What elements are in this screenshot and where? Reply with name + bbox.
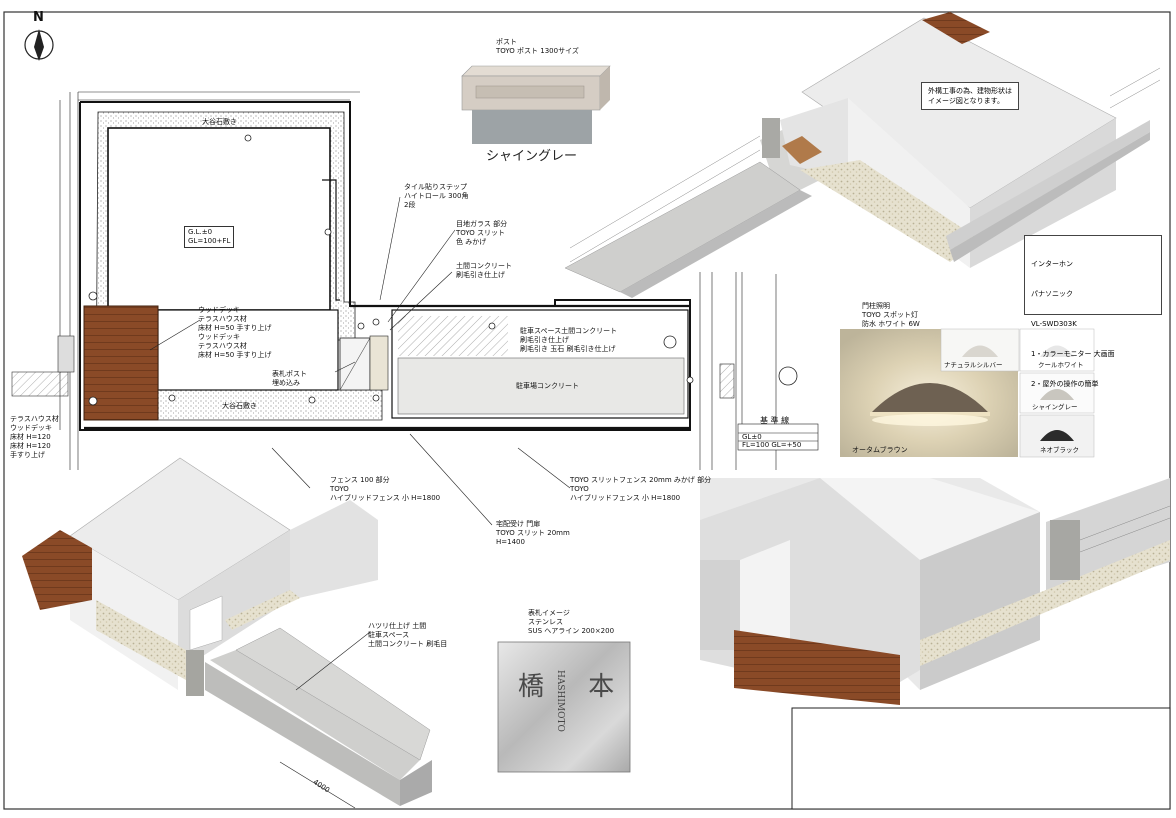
legend-title: 基 準 線	[760, 416, 790, 425]
post-color-label: シャイングレー	[486, 149, 578, 164]
light-variant-2: クールホワイト	[1038, 361, 1084, 369]
carport-label: 駐車場コンクリート	[516, 382, 579, 390]
gate-label: 宅配受け 門扉 TOYO スリット 20mm H=1400	[496, 520, 570, 546]
post-spec: TOYO ポスト 1300サイズ	[496, 47, 579, 55]
light-swatch-icons	[940, 328, 1095, 458]
light-title: 門柱照明	[862, 302, 890, 310]
intercom-line-1: インターホン	[1031, 260, 1073, 268]
north-label: N	[33, 10, 44, 25]
intercom-box: インターホン パナソニック VL-SWD303K 1・カラーモニター 大画面 2…	[1024, 235, 1162, 388]
nameplate-kanji: 橋 本	[518, 672, 633, 702]
legend-row-2: FL=100 GL=+50	[742, 441, 802, 449]
nameplate-spec: ステンレス SUS ヘアライン 200×200	[528, 618, 615, 635]
slit-label: 目地ガラス 部分 TOYO スリット 色 みかげ	[456, 220, 508, 246]
nameplate-image	[497, 641, 631, 773]
post-position-label: 表札ポスト 埋め込み	[272, 370, 307, 387]
north-arrow-icon	[24, 29, 54, 61]
intercom-line-2: パナソニック	[1031, 290, 1073, 298]
area-label-top: 大谷石敷き	[202, 118, 237, 126]
slope-iso-label: ハツリ仕上げ 土間 駐車スペース 土間コンクリート 刷毛目	[368, 622, 448, 648]
tile-step-label: タイル貼りステップ ハイトロール 300角 2段	[404, 183, 469, 209]
building-footprint	[107, 127, 331, 311]
light-variant-5: オータムブラウン	[852, 446, 908, 454]
gl-label: G.L.±0 GL=100+FL	[184, 226, 235, 248]
light-variant-3: シャイングレー	[1032, 403, 1078, 411]
post-title: ポスト	[496, 38, 517, 46]
light-variant-1: ナチュラルシルバー	[944, 361, 1003, 369]
iso-view-bottom-left	[22, 457, 432, 809]
area-label-bottom: 大谷石敷き	[222, 402, 257, 410]
legend-row-1: GL±0	[742, 433, 762, 441]
site-plan	[11, 91, 819, 526]
level-legend-table	[737, 423, 819, 451]
deck-label-left: ウッドデッキ テラスハウス材 床材 H=50 手すり上げ ウッドデッキ テラスハ…	[198, 306, 272, 359]
nameplate-roman: HASHIMOTO	[555, 670, 565, 732]
mailbox-image	[461, 65, 611, 144]
building-note: 外構工事の為、建物形状は イメージ図となります。	[921, 82, 1019, 110]
deck-label-bottom: テラスハウス材 ウッドデッキ 床材 H=120 床材 H=120 手すり上げ	[10, 415, 59, 459]
title-block	[791, 707, 1171, 810]
slope-label: 駐車スペース土間コンクリート 刷毛引き仕上げ 刷毛引き 玉石 刷毛引き仕上げ	[520, 327, 618, 353]
iso-view-top	[564, 12, 1161, 298]
light-spec: TOYO スポット灯 防水 ホワイト 6W	[862, 311, 920, 328]
iso-view-bottom-right	[700, 478, 1171, 705]
light-variant-4: ネオブラック	[1040, 446, 1079, 454]
sheet-border	[3, 11, 1171, 810]
concrete-label: 土間コンクリート 刷毛引き仕上げ	[456, 262, 512, 279]
intercom-line-5: 2・屋外の操作の簡単	[1031, 380, 1099, 388]
nameplate-title: 表札イメージ	[528, 609, 570, 617]
fence2-label: TOYO スリットフェンス 20mm みかげ 部分 TOYO ハイブリッドフェン…	[570, 476, 712, 502]
intercom-line-4: 1・カラーモニター 大画面	[1031, 350, 1115, 358]
fence1-label: フェンス 100 部分 TOYO ハイブリッドフェンス 小 H=1800	[330, 476, 441, 502]
intercom-line-3: VL-SWD303K	[1031, 320, 1077, 328]
light-photo	[840, 329, 1018, 457]
